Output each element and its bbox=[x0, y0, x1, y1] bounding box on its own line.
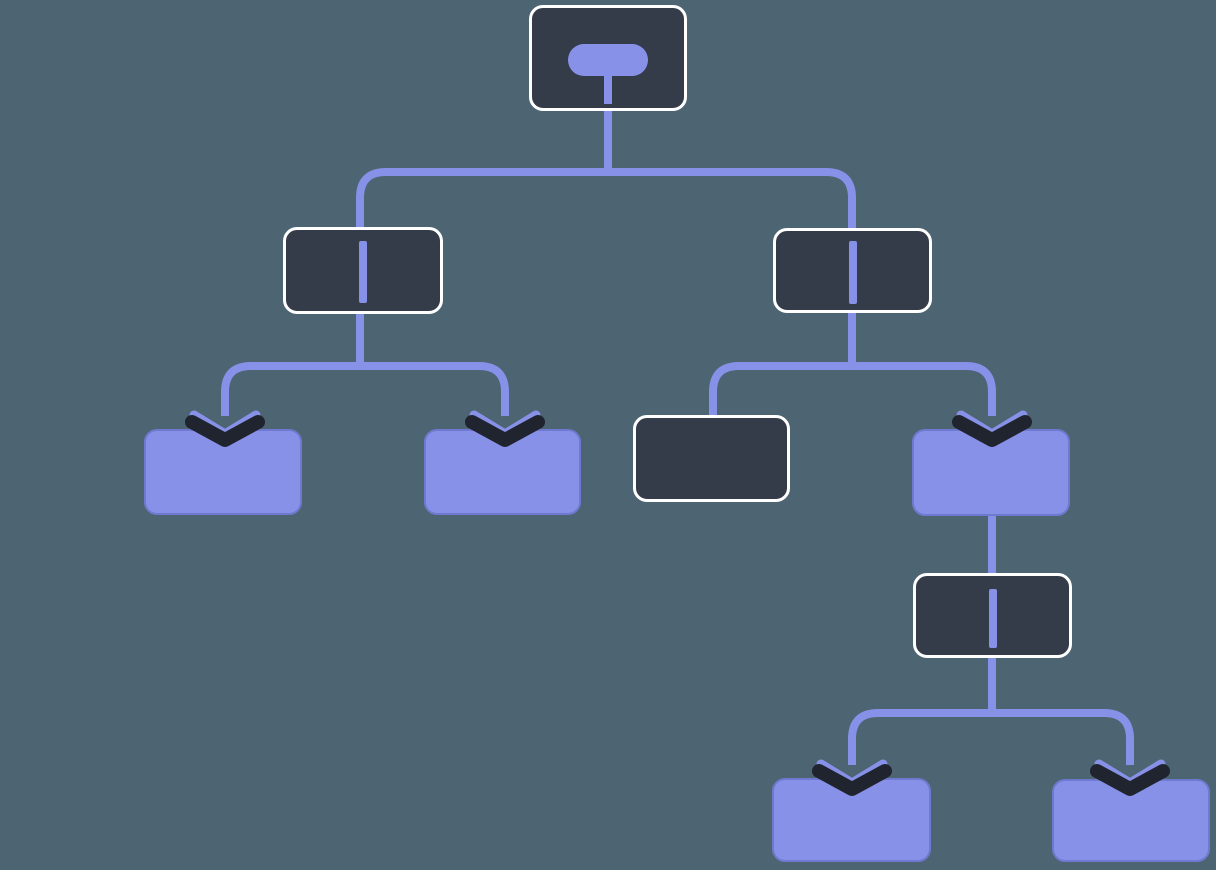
node-leaf-2[interactable] bbox=[424, 429, 581, 515]
node-leaf-3[interactable] bbox=[912, 429, 1070, 516]
edge-left-branch bbox=[221, 362, 509, 416]
thread-line bbox=[988, 589, 997, 648]
edge-bottom-branch bbox=[848, 709, 1134, 765]
node-branch-right[interactable] bbox=[773, 228, 932, 313]
node-leaf-1[interactable] bbox=[144, 429, 302, 515]
node-root[interactable] bbox=[529, 5, 687, 111]
node-leaf-5[interactable] bbox=[1052, 779, 1210, 862]
node-branch-lower[interactable] bbox=[913, 573, 1072, 658]
thread-line bbox=[359, 241, 367, 303]
node-branch-left[interactable] bbox=[283, 227, 443, 314]
node-box-plain[interactable] bbox=[633, 415, 790, 502]
root-stem-line bbox=[604, 70, 612, 104]
node-leaf-4[interactable] bbox=[772, 778, 931, 862]
thread-line bbox=[848, 241, 857, 304]
